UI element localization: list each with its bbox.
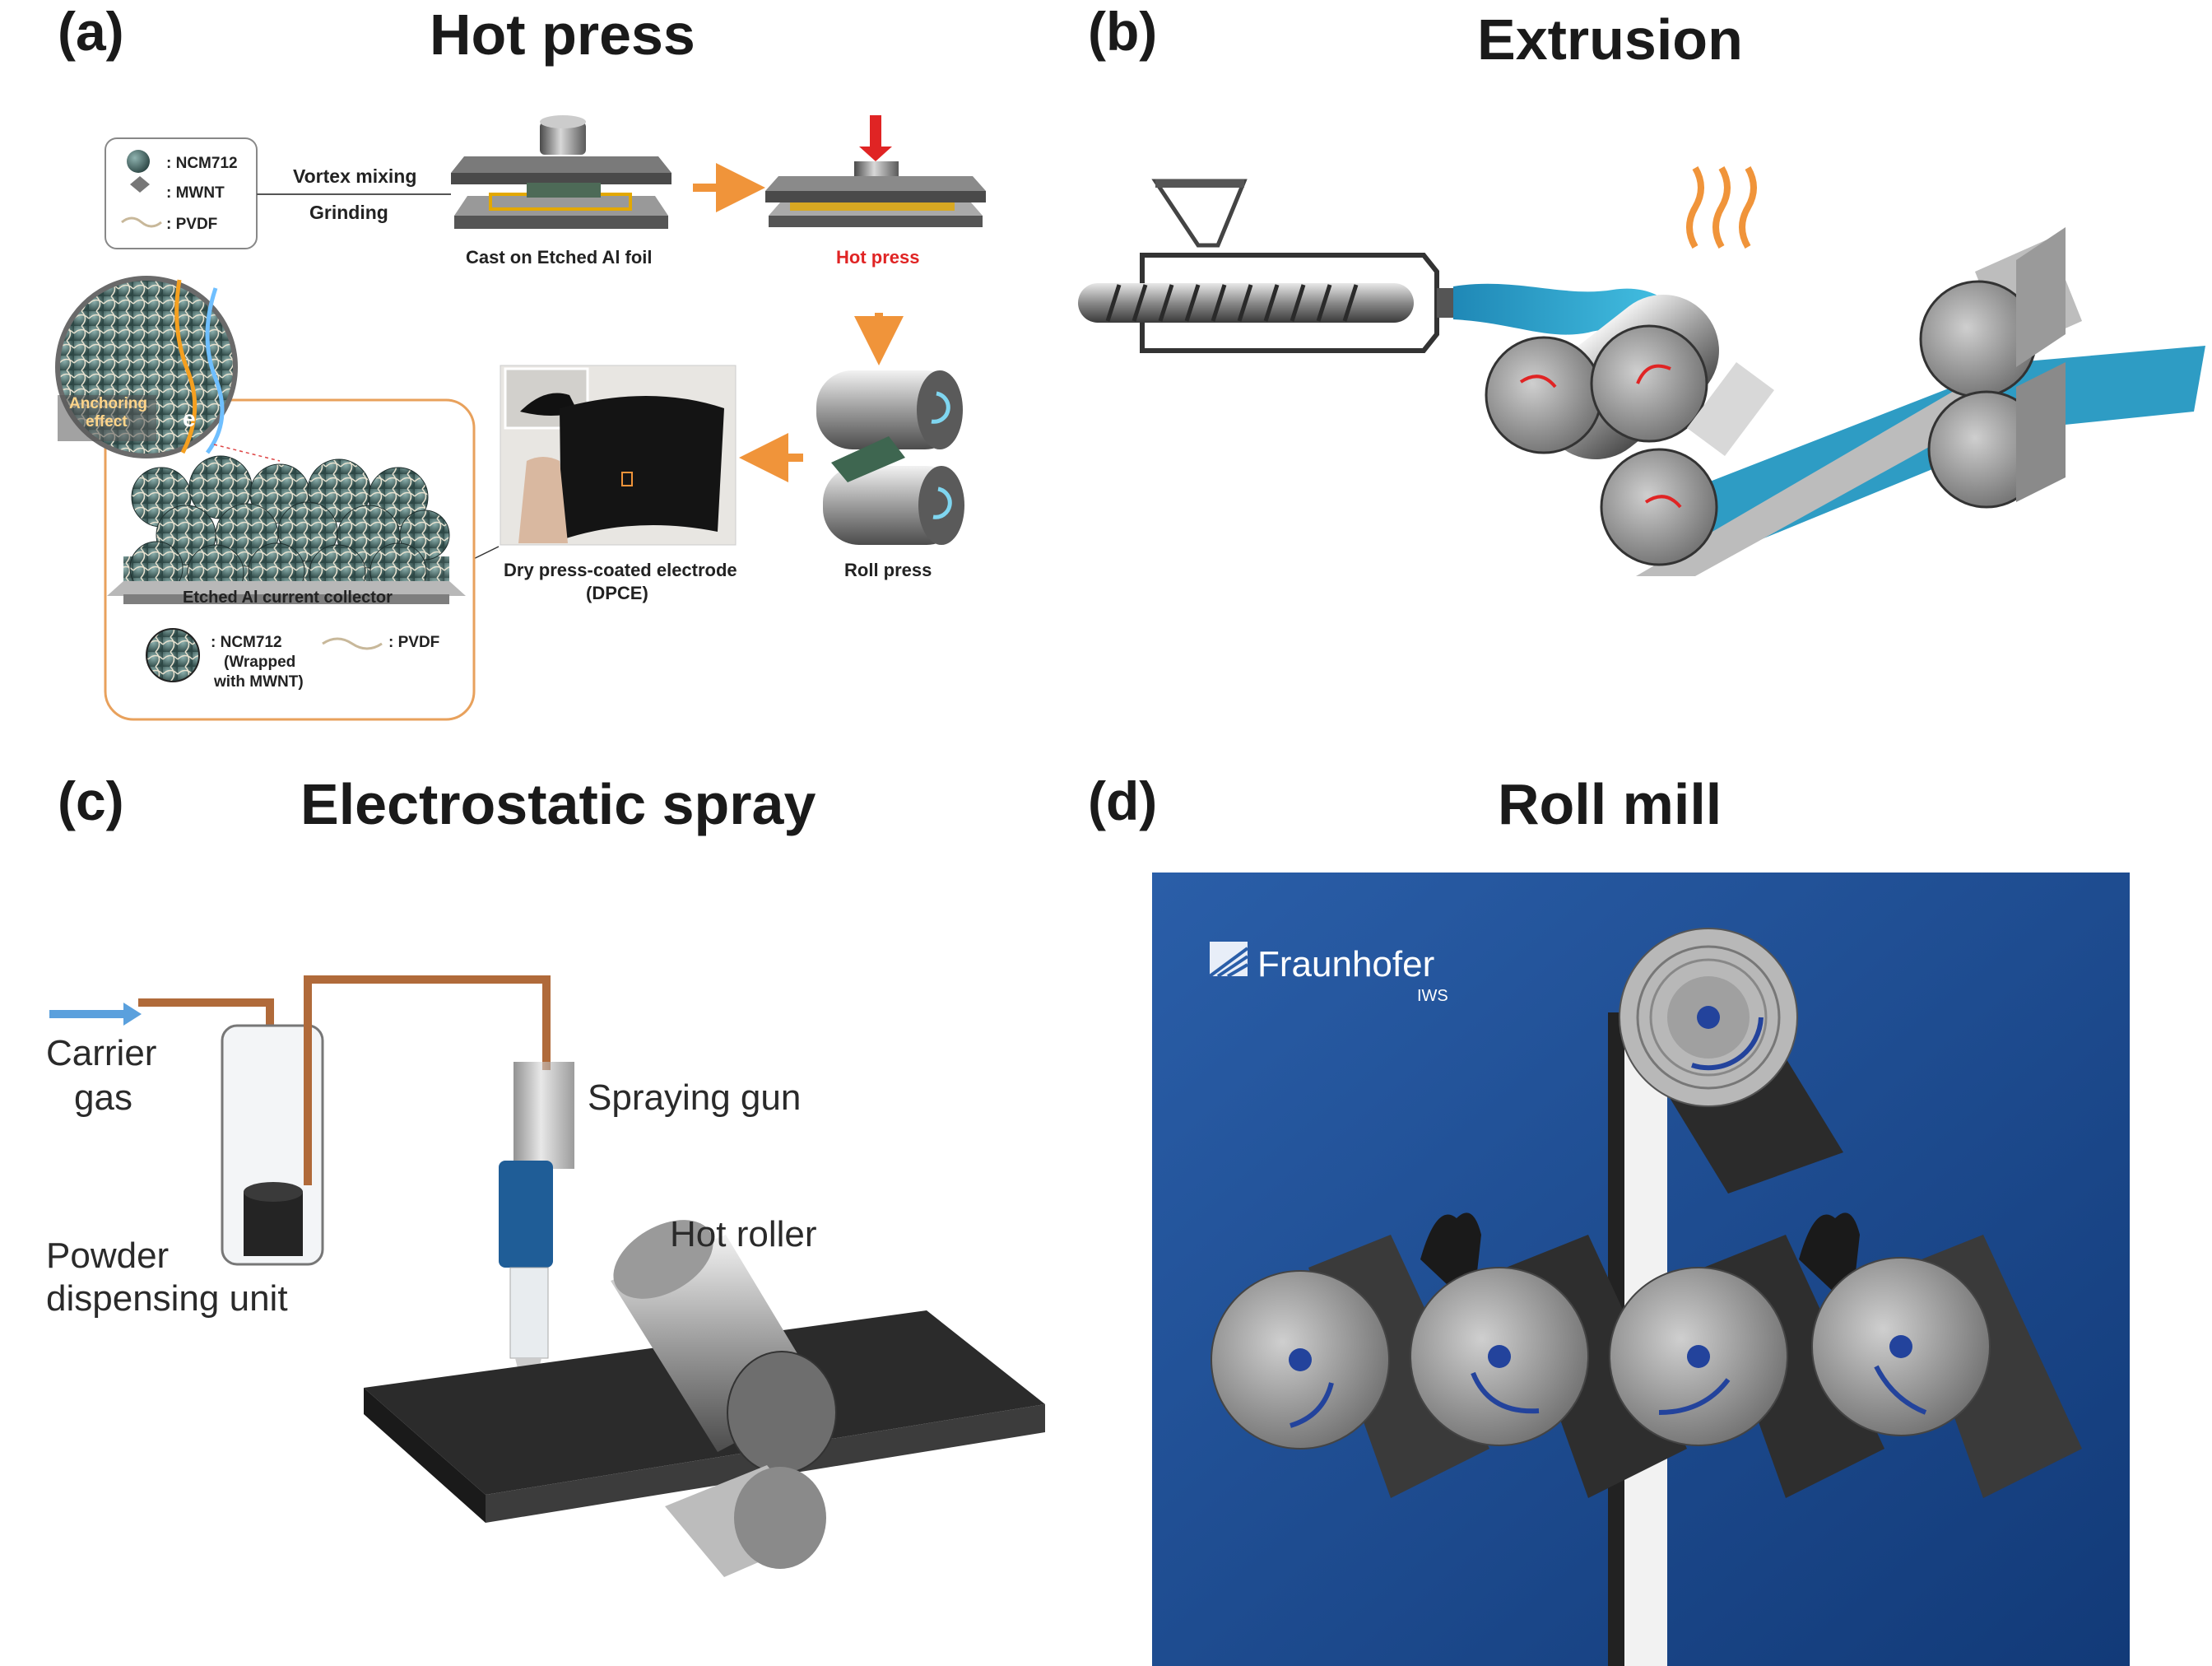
label-roll-press: Roll press: [844, 560, 932, 580]
label-dpce-2: (DPCE): [586, 583, 648, 603]
key-ncm-3: with MWNT): [213, 673, 304, 691]
roll-press-illustration: [816, 370, 964, 545]
label-collector: Etched Al current collector: [183, 589, 393, 607]
brand-name: Fraunhofer: [1257, 944, 1434, 984]
panel-b-letter: (b): [1088, 1, 1158, 62]
label-dpce-1: Dry press-coated electrode: [504, 560, 737, 580]
key-pvdf: : PVDF: [388, 634, 439, 651]
label-grinding: Grinding: [309, 202, 388, 223]
legend-ncm: : NCM712: [166, 155, 238, 172]
ncm-icon: [127, 150, 150, 173]
label-carrier-1: Carrier: [46, 1033, 156, 1073]
extruder-barrel: [1140, 253, 1439, 353]
panel-d-roll-mill: Fraunhofer IWS: [1152, 873, 2130, 1666]
hopper: [1151, 179, 1248, 248]
panel-d-title: Roll mill: [1498, 772, 1722, 836]
legend-mwnt: : MWNT: [166, 184, 225, 202]
key-ncm-1: : NCM712: [211, 634, 282, 651]
panel-b-extrusion: [1078, 165, 2205, 576]
label-cast: Cast on Etched Al foil: [466, 247, 653, 268]
label-anchoring-1: Anchoring: [69, 395, 147, 412]
hot-roller: [611, 1220, 837, 1577]
label-powder-2: dispensing unit: [46, 1278, 288, 1319]
key-ncm-2: (Wrapped: [224, 654, 295, 671]
label-electron: e: [183, 406, 196, 431]
press-down-arrow: [859, 147, 892, 161]
panel-c-electrostatic-spray: Carrier gas Powder dispensing unit Spray…: [46, 975, 1045, 1577]
pvdf-icon: [121, 216, 162, 228]
mill-rolls: [1211, 1235, 2082, 1498]
label-carrier-2: gas: [74, 1077, 132, 1118]
panel-a-letter: (a): [58, 1, 124, 62]
brand-sub: IWS: [1417, 987, 1448, 1005]
label-hot-press: Hot press: [836, 247, 919, 268]
label-powder-1: Powder: [46, 1236, 169, 1276]
label-anchoring-2: effect: [86, 413, 128, 430]
heat-icon: [1686, 165, 1757, 249]
rotation-arrows: [1290, 1365, 1927, 1428]
calender-rolls: [1485, 227, 2082, 566]
label-hot-roller: Hot roller: [670, 1214, 817, 1254]
panel-b-title: Extrusion: [1477, 7, 1743, 72]
legend-pvdf: : PVDF: [166, 216, 217, 233]
panel-d-letter: (d): [1088, 770, 1158, 831]
pvdf-key-icon: [322, 637, 383, 650]
label-spraying-gun: Spraying gun: [588, 1077, 801, 1118]
fraunhofer-logo: Fraunhofer IWS: [1208, 942, 1448, 1005]
panel-c-letter: (c): [58, 770, 124, 831]
panel-a-title: Hot press: [430, 2, 695, 67]
mwnt-icon: [130, 176, 150, 193]
spraying-gun: [499, 1062, 574, 1391]
ncm-wrapped-icon: [146, 628, 200, 682]
panel-c-title: Electrostatic spray: [300, 772, 816, 836]
panel-a-schematic: : NCM712 : MWNT : PVDF Vortex mixing Gri…: [55, 115, 986, 721]
label-vortex-mixing: Vortex mixing: [293, 165, 416, 187]
